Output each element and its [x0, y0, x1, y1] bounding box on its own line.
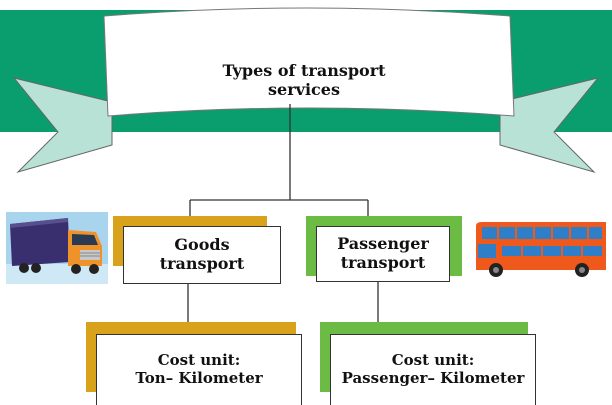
ribbon-tail-right	[499, 77, 600, 174]
diagram-title-line1: Types of transport	[222, 61, 386, 80]
goods-cost-unit-label: Cost unit: Ton– Kilometer	[135, 352, 262, 387]
ribbon-main	[103, 7, 515, 117]
passenger-cost-unit-label: Cost unit: Passenger– Kilometer	[342, 352, 525, 387]
passenger-cost-unit-box: Cost unit: Passenger– Kilometer	[330, 334, 536, 405]
passenger-transport-line2: transport	[340, 253, 426, 272]
diagram-title-line2: services	[268, 79, 340, 99]
goods-transport-label: Goods transport	[159, 235, 245, 274]
truck-icon	[6, 212, 108, 284]
goods-cost-unit-box: Cost unit: Ton– Kilometer	[96, 334, 302, 405]
goods-cost-unit-line2: Ton– Kilometer	[135, 369, 263, 387]
bus-icon	[476, 222, 606, 277]
passenger-transport-line1: Passenger	[337, 234, 429, 254]
ribbon-tail-left	[12, 77, 113, 174]
connectors	[187, 104, 379, 334]
passenger-cost-unit-line1: Cost unit:	[391, 351, 475, 370]
passenger-transport-label: Passenger transport	[337, 234, 429, 273]
diagram-title: Types of transport services	[186, 61, 422, 100]
passenger-cost-unit-line2: Passenger– Kilometer	[341, 369, 525, 387]
goods-transport-line1: Goods	[174, 235, 230, 255]
goods-transport-node: Goods transport	[123, 226, 281, 284]
passenger-transport-node: Passenger transport	[316, 226, 450, 282]
goods-transport-line2: transport	[159, 254, 245, 273]
goods-cost-unit-line1: Cost unit:	[157, 351, 241, 370]
